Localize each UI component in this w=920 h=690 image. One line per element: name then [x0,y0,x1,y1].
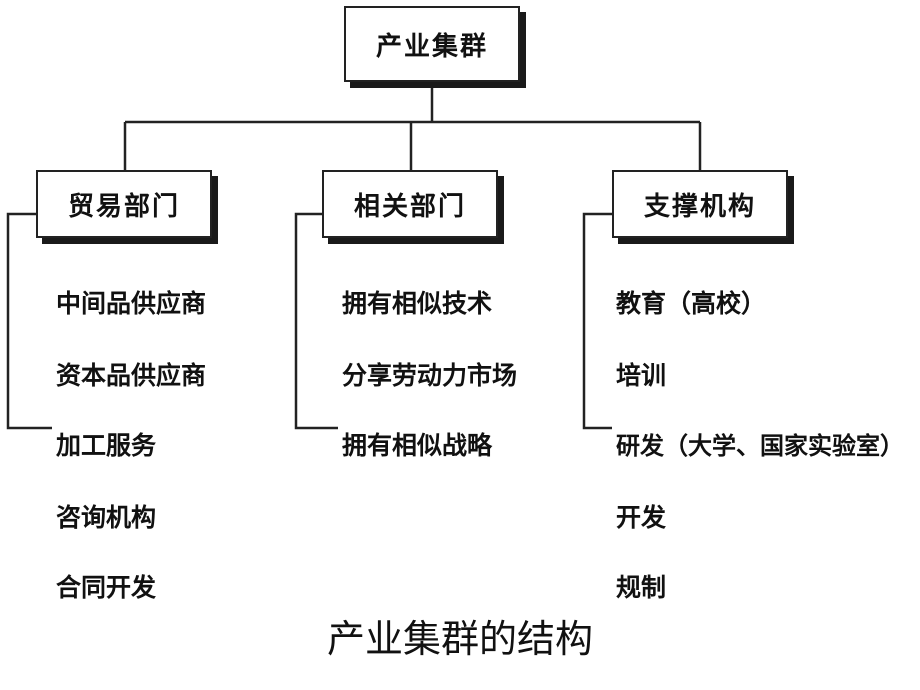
diagram-caption: 产业集群的结构 [326,617,593,661]
bracket-related [294,212,338,430]
branch-node-trade: 贸易部门 [36,170,212,238]
bracket-trade [6,212,52,430]
list-item: 分享劳动力市场 [342,361,518,390]
list-item: 研发（大学、国家实验室） [616,432,904,460]
branch-label-support: 支撑机构 [643,191,756,222]
list-item: 加工服务 [56,431,157,460]
list-item: 规制 [616,573,667,602]
list-item: 拥有相似战略 [342,431,493,460]
branch-node-related: 相关部门 [322,170,498,238]
list-item: 中间品供应商 [56,289,207,318]
list-item: 培训 [616,361,667,390]
list-item: 资本品供应商 [56,361,207,390]
root-node: 产业集群 [344,6,520,82]
list-item: 拥有相似技术 [342,289,493,318]
branch-label-trade: 贸易部门 [67,191,180,222]
bracket-support [582,212,612,430]
branch-node-support: 支撑机构 [612,170,788,238]
branch-label-related: 相关部门 [353,191,466,222]
root-node-label: 产业集群 [375,31,488,62]
list-item: 开发 [616,503,667,532]
list-item: 合同开发 [56,573,157,602]
list-item: 咨询机构 [56,503,157,532]
list-item: 教育（高校） [616,289,767,318]
